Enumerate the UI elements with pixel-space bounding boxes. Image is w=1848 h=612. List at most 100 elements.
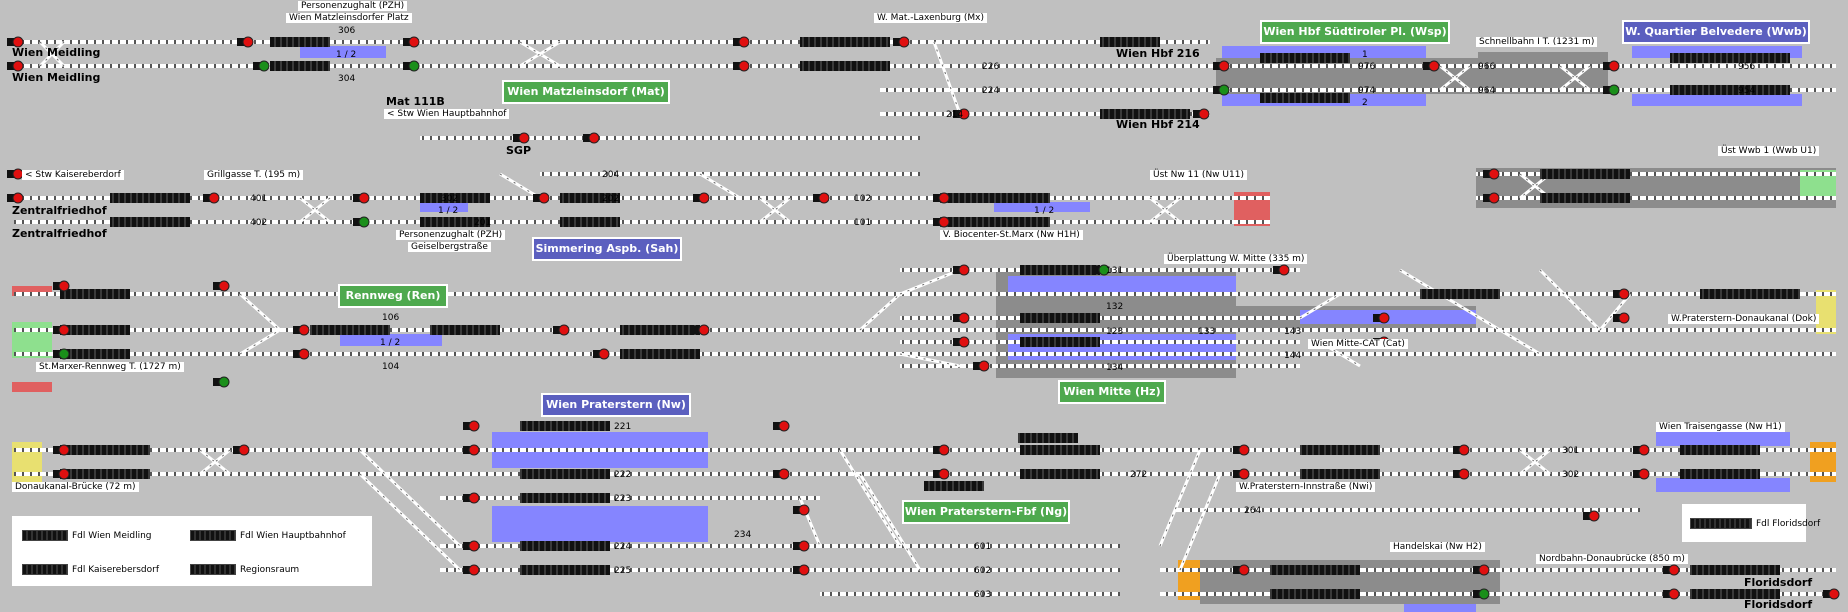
signal-icon[interactable] bbox=[538, 192, 550, 204]
signal-icon[interactable] bbox=[12, 60, 24, 72]
train-number-block[interactable] bbox=[1680, 469, 1760, 479]
train-number-block[interactable] bbox=[1100, 37, 1160, 47]
train-number-block[interactable] bbox=[270, 61, 330, 71]
train-number-block[interactable] bbox=[1540, 169, 1630, 179]
signal-icon[interactable] bbox=[958, 264, 970, 276]
signal-icon[interactable] bbox=[1238, 444, 1250, 456]
train-number-block[interactable] bbox=[110, 193, 190, 203]
station-nw[interactable]: Wien Praterstern (Nw) bbox=[541, 393, 691, 417]
signal-icon[interactable] bbox=[408, 36, 420, 48]
signal-icon[interactable] bbox=[958, 312, 970, 324]
train-number-block[interactable] bbox=[1020, 445, 1100, 455]
signal-icon[interactable] bbox=[1618, 288, 1630, 300]
signal-icon[interactable] bbox=[1638, 444, 1650, 456]
train-number-block[interactable] bbox=[420, 217, 490, 227]
signal-icon[interactable] bbox=[698, 324, 710, 336]
signal-icon[interactable] bbox=[1828, 588, 1840, 600]
train-number-block[interactable] bbox=[1020, 469, 1100, 479]
signal-icon[interactable] bbox=[468, 420, 480, 432]
signal-icon[interactable] bbox=[58, 444, 70, 456]
train-number-block[interactable] bbox=[1270, 589, 1360, 599]
signal-icon[interactable] bbox=[1668, 588, 1680, 600]
signal-icon[interactable] bbox=[798, 540, 810, 552]
train-number-block[interactable] bbox=[800, 37, 890, 47]
signal-icon[interactable] bbox=[1638, 468, 1650, 480]
signal-icon[interactable] bbox=[798, 504, 810, 516]
train-number-block[interactable] bbox=[1270, 565, 1360, 575]
signal-icon[interactable] bbox=[1608, 60, 1620, 72]
train-number-block[interactable] bbox=[110, 217, 190, 227]
signal-icon[interactable] bbox=[218, 280, 230, 292]
train-number-block[interactable] bbox=[310, 325, 390, 335]
signal-icon[interactable] bbox=[818, 192, 830, 204]
station-wsp[interactable]: Wien Hbf Südtiroler Pl. (Wsp) bbox=[1260, 20, 1450, 44]
station-mat[interactable]: Wien Matzleinsdorf (Mat) bbox=[502, 80, 670, 104]
signal-icon[interactable] bbox=[958, 336, 970, 348]
signal-icon[interactable] bbox=[1198, 108, 1210, 120]
train-number-block[interactable] bbox=[520, 421, 610, 431]
train-number-block[interactable] bbox=[560, 193, 620, 203]
signal-icon[interactable] bbox=[738, 36, 750, 48]
train-number-block[interactable] bbox=[270, 37, 330, 47]
signal-icon[interactable] bbox=[408, 60, 420, 72]
signal-icon[interactable] bbox=[1458, 468, 1470, 480]
train-number-block[interactable] bbox=[1300, 445, 1380, 455]
train-number-block[interactable] bbox=[520, 469, 610, 479]
train-number-block[interactable] bbox=[60, 325, 130, 335]
signal-icon[interactable] bbox=[558, 324, 570, 336]
signal-icon[interactable] bbox=[58, 324, 70, 336]
signal-icon[interactable] bbox=[1428, 60, 1440, 72]
signal-icon[interactable] bbox=[798, 564, 810, 576]
train-number-block[interactable] bbox=[1260, 93, 1350, 103]
signal-icon[interactable] bbox=[1478, 588, 1490, 600]
signal-icon[interactable] bbox=[1278, 264, 1290, 276]
signal-icon[interactable] bbox=[358, 216, 370, 228]
train-number-block[interactable] bbox=[620, 325, 700, 335]
signal-icon[interactable] bbox=[58, 468, 70, 480]
signal-icon[interactable] bbox=[898, 36, 910, 48]
train-number-block[interactable] bbox=[1420, 289, 1500, 299]
signal-icon[interactable] bbox=[12, 192, 24, 204]
signal-icon[interactable] bbox=[938, 468, 950, 480]
signal-icon[interactable] bbox=[218, 376, 230, 388]
signal-icon[interactable] bbox=[208, 192, 220, 204]
signal-icon[interactable] bbox=[258, 60, 270, 72]
signal-icon[interactable] bbox=[1238, 468, 1250, 480]
signal-icon[interactable] bbox=[468, 492, 480, 504]
signal-icon[interactable] bbox=[778, 420, 790, 432]
train-number-block[interactable] bbox=[1020, 313, 1100, 323]
train-number-block[interactable] bbox=[60, 445, 150, 455]
signal-icon[interactable] bbox=[698, 192, 710, 204]
signal-icon[interactable] bbox=[598, 348, 610, 360]
signal-icon[interactable] bbox=[242, 36, 254, 48]
signal-icon[interactable] bbox=[58, 348, 70, 360]
station-ng[interactable]: Wien Praterstern-Fbf (Ng) bbox=[902, 500, 1070, 524]
signal-icon[interactable] bbox=[358, 192, 370, 204]
train-number-block[interactable] bbox=[60, 349, 130, 359]
signal-icon[interactable] bbox=[1668, 564, 1680, 576]
train-number-block[interactable] bbox=[1690, 565, 1780, 575]
train-number-block[interactable] bbox=[1670, 85, 1790, 95]
train-number-block[interactable] bbox=[1680, 445, 1760, 455]
signal-icon[interactable] bbox=[298, 348, 310, 360]
signal-icon[interactable] bbox=[468, 564, 480, 576]
train-number-block[interactable] bbox=[1018, 433, 1078, 443]
train-number-block[interactable] bbox=[560, 217, 620, 227]
train-number-block[interactable] bbox=[1260, 53, 1350, 63]
station-wwb[interactable]: W. Quartier Belvedere (Wwb) bbox=[1622, 20, 1810, 44]
train-number-block[interactable] bbox=[940, 217, 1050, 227]
signal-icon[interactable] bbox=[1098, 264, 1110, 276]
train-number-block[interactable] bbox=[420, 193, 490, 203]
signal-icon[interactable] bbox=[1618, 312, 1630, 324]
train-number-block[interactable] bbox=[924, 481, 984, 491]
signal-icon[interactable] bbox=[738, 60, 750, 72]
signal-icon[interactable] bbox=[238, 444, 250, 456]
station-sah[interactable]: Simmering Aspb. (Sah) bbox=[532, 237, 682, 261]
train-number-block[interactable] bbox=[430, 325, 500, 335]
train-number-block[interactable] bbox=[1690, 589, 1780, 599]
train-number-block[interactable] bbox=[1020, 265, 1100, 275]
train-number-block[interactable] bbox=[60, 469, 150, 479]
signal-icon[interactable] bbox=[468, 540, 480, 552]
signal-icon[interactable] bbox=[1608, 84, 1620, 96]
train-number-block[interactable] bbox=[940, 193, 1050, 203]
